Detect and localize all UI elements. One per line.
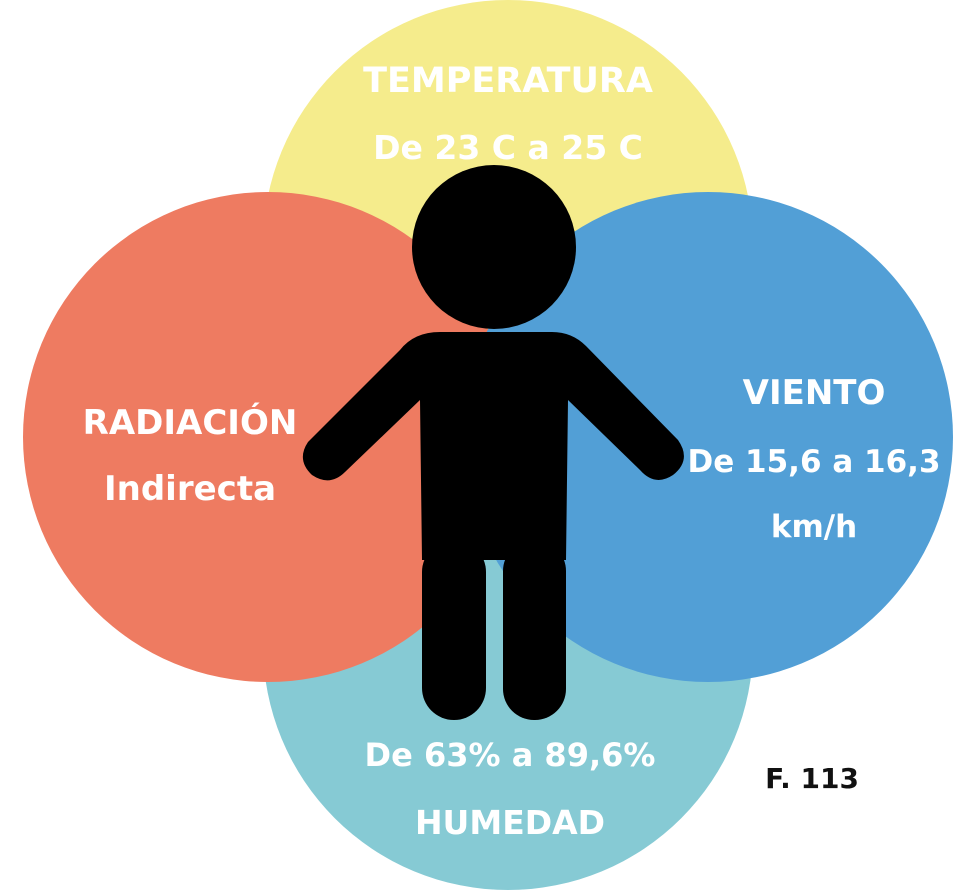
radiacion-title: RADIACIÓN bbox=[83, 402, 298, 443]
figure-reference: F. 113 bbox=[765, 762, 859, 795]
person-icon bbox=[302, 165, 684, 720]
radiacion-circle bbox=[23, 192, 513, 682]
temperatura-value: De 23 C a 25 C bbox=[373, 128, 643, 167]
humedad-title: HUMEDAD bbox=[415, 803, 605, 842]
radiacion-value: Indirecta bbox=[104, 469, 276, 509]
viento-title: VIENTO bbox=[743, 373, 886, 413]
viento-circle bbox=[463, 192, 953, 682]
temperatura-title: TEMPERATURA bbox=[363, 61, 653, 101]
viento-value-line1: De 15,6 a 16,3 bbox=[687, 444, 940, 480]
viento-value-line2: km/h bbox=[771, 509, 857, 545]
humedad-value: De 63% a 89,6% bbox=[365, 736, 656, 774]
